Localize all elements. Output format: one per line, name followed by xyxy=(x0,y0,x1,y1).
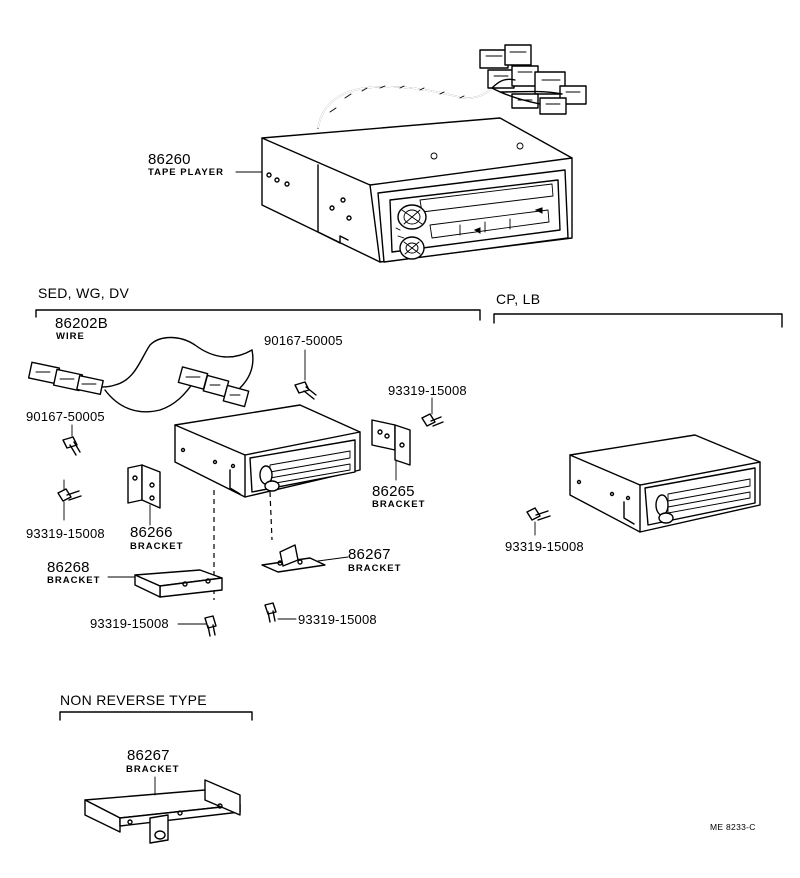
part-name-bracket-86268: BRACKET xyxy=(47,575,101,586)
bracket-86265-graphic xyxy=(371,419,411,466)
middle-tape-player-illustration xyxy=(174,404,361,600)
part-name-bracket-86267: BRACKET xyxy=(348,563,402,574)
part-name-tape-player: TAPE PLAYER xyxy=(148,167,224,178)
bracket-86268-graphic xyxy=(134,569,223,598)
part-number-86265: 86265 xyxy=(372,483,415,500)
part-number-86267: 86267 xyxy=(348,546,391,563)
section-bracket-non-reverse xyxy=(59,711,253,721)
bolt-graphics xyxy=(57,413,551,637)
part-number-86260: 86260 xyxy=(148,151,191,168)
section-label-non-reverse: NON REVERSE TYPE xyxy=(60,692,207,708)
part-name-wire: WIRE xyxy=(56,331,85,342)
part-number-bolt-bottom-right: 93319-15008 xyxy=(298,612,377,627)
part-number-screw-top: 90167-50005 xyxy=(264,333,343,348)
wire-harness-illustration xyxy=(27,336,254,413)
diagram-code: ME 8233-C xyxy=(710,822,756,832)
part-number-bolt-bottom-left: 93319-15008 xyxy=(90,616,169,631)
part-number-86202b: 86202B xyxy=(55,315,108,332)
part-number-bolt-right-upper: 93319-15008 xyxy=(388,383,467,398)
part-number-bolt-left: 93319-15008 xyxy=(26,526,105,541)
part-number-86267-nonrev: 86267 xyxy=(127,747,170,764)
bracket-86266-graphic xyxy=(127,464,161,509)
screw-graphics xyxy=(62,381,317,456)
bracket-86267-graphic xyxy=(261,544,326,573)
bracket-86267-nonrev-graphic xyxy=(84,779,241,844)
leader-lines xyxy=(63,171,536,796)
part-name-bracket-86267-nonrev: BRACKET xyxy=(126,764,180,775)
section-bracket-sed xyxy=(35,309,481,321)
section-label-sed: SED, WG, DV xyxy=(38,285,130,301)
part-number-86268: 86268 xyxy=(47,559,90,576)
part-number-86266: 86266 xyxy=(130,524,173,541)
part-name-bracket-86266: BRACKET xyxy=(130,541,184,552)
part-number-screw-left: 90167-50005 xyxy=(26,409,105,424)
tape-player-illustration xyxy=(261,44,587,263)
part-name-bracket-86265: BRACKET xyxy=(372,499,426,510)
part-number-bolt-cp: 93319-15008 xyxy=(505,539,584,554)
cp-tape-player-illustration xyxy=(569,434,761,533)
section-label-cp: CP, LB xyxy=(496,291,541,307)
section-bracket-cp xyxy=(493,313,783,328)
